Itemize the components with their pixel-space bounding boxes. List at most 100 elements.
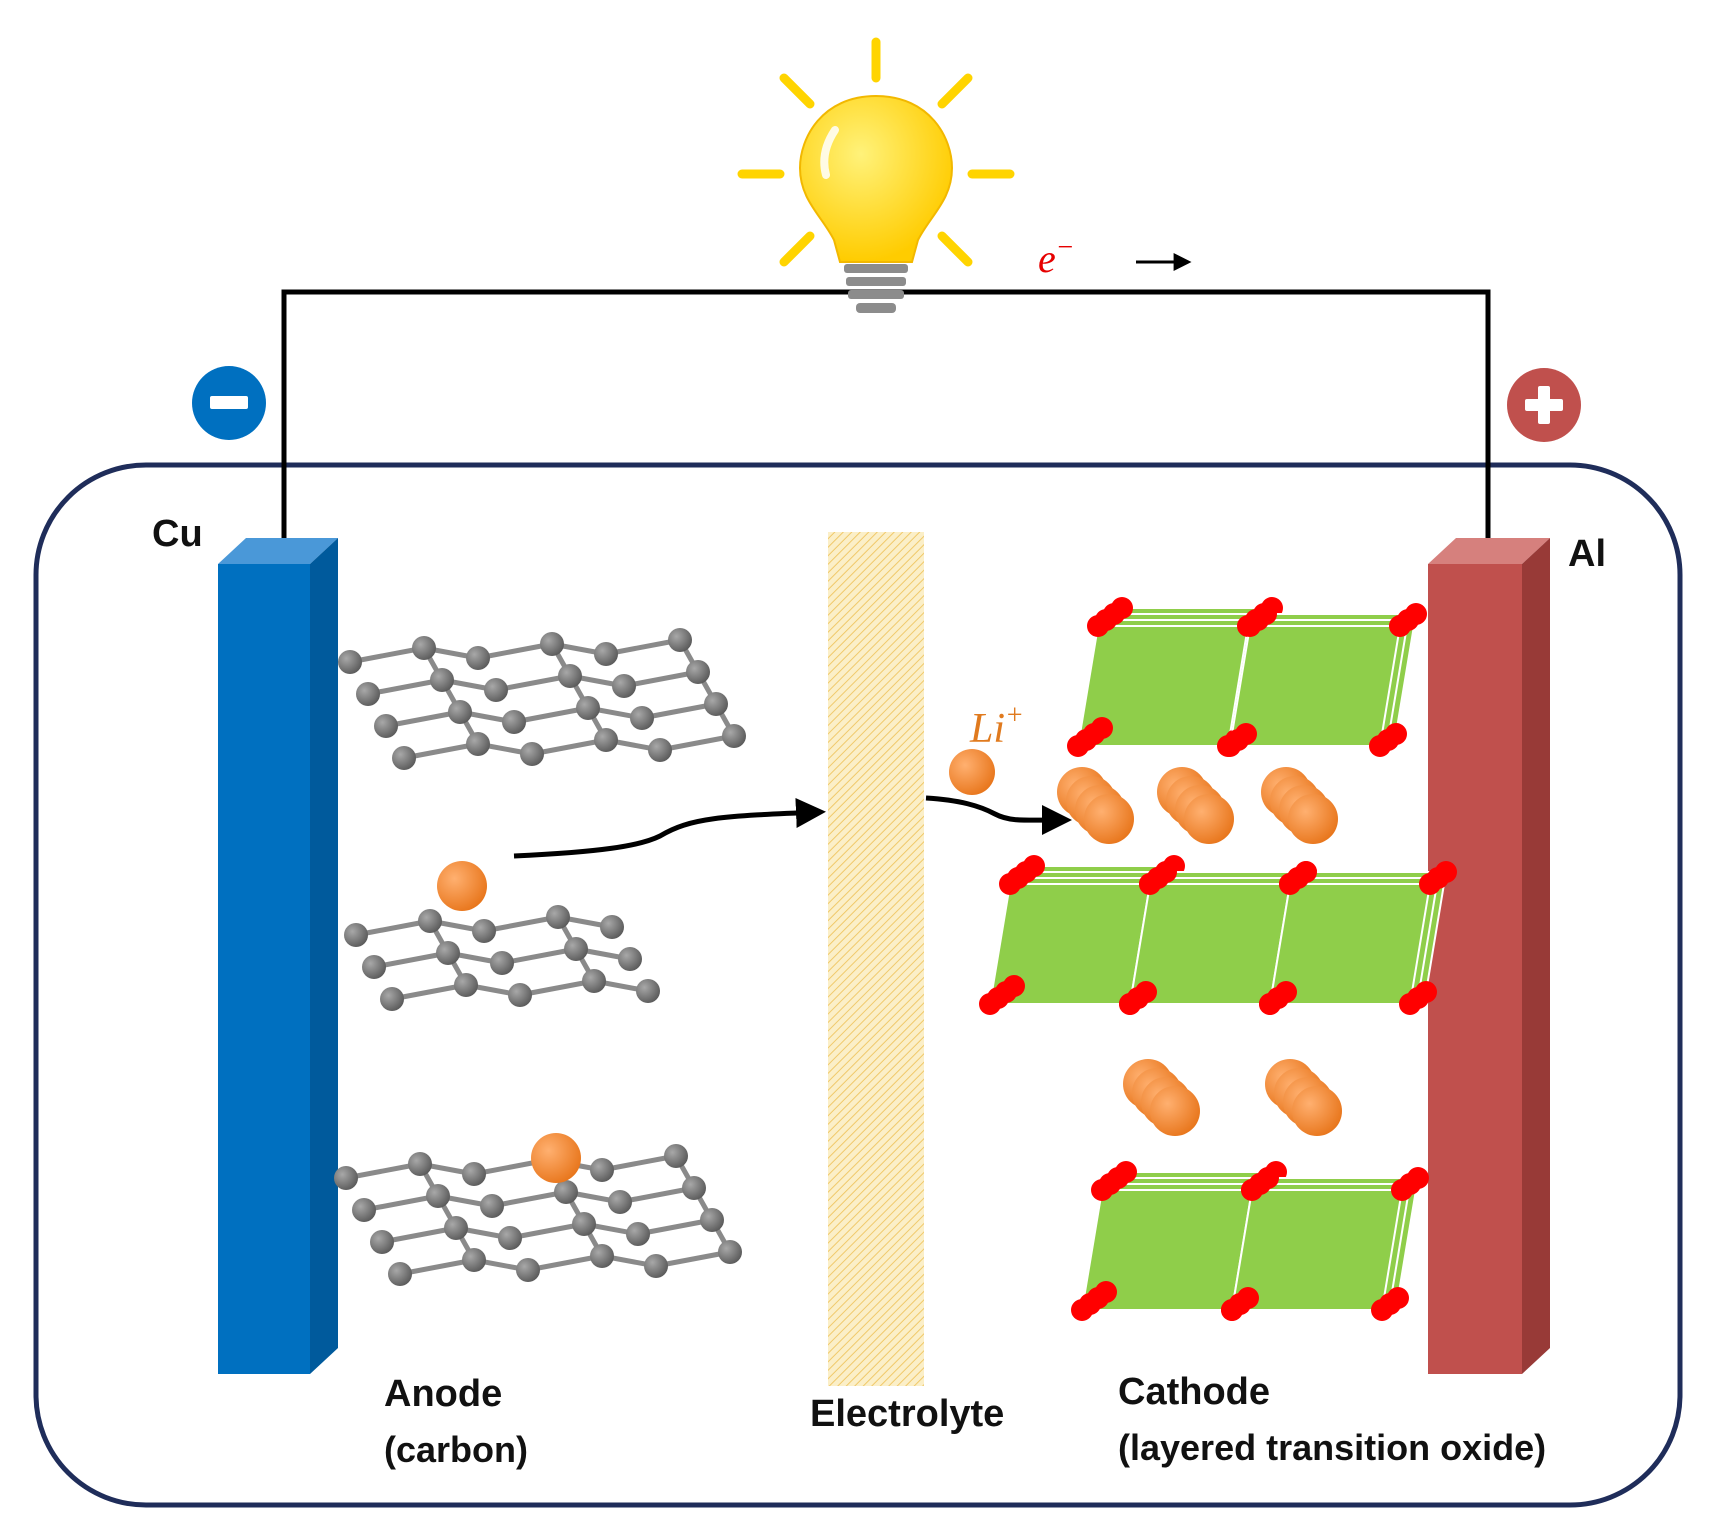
carbon-atom [594,642,618,666]
li-ion-cluster [1123,1059,1200,1136]
cell-casing [33,462,1683,1508]
cathode-title: Cathode [1118,1371,1270,1413]
li-ion-cluster [1157,767,1234,844]
carbon-atom [540,632,564,656]
oxygen-atom [1111,597,1133,619]
carbon-atom [490,951,514,975]
carbon-atom [700,1208,724,1232]
carbon-atom [418,909,442,933]
graphene-sheet [344,861,660,1011]
carbon-atom [408,1152,432,1176]
intercalated-li-ion [531,1133,581,1183]
oxygen-atom [1385,723,1407,745]
carbon-atom [392,746,416,770]
carbon-atom [430,668,454,692]
oxygen-atom [1091,717,1113,739]
carbon-atom [704,692,728,716]
carbon-atom [564,937,588,961]
carbon-atom [388,1262,412,1286]
light-bulb-icon [737,37,1015,313]
oxygen-atom [1415,981,1437,1003]
li-ion-cluster [1265,1059,1342,1136]
oxygen-atom [1023,855,1045,877]
carbon-atom [412,636,436,660]
carbon-atom [590,1244,614,1268]
electrolyte-separator [828,532,924,1386]
carbon-atom [612,674,636,698]
oxide-layer [1259,861,1457,1015]
carbon-atom [502,710,526,734]
carbon-atom [508,983,532,1007]
oxygen-atom [1003,975,1025,997]
carbon-atom [668,628,692,652]
carbon-atom [454,973,478,997]
graphene-sheet [338,628,746,770]
oxygen-atom [1435,861,1457,883]
li-migration-arrow-anode [513,797,826,859]
oxygen-atom [1257,1167,1279,1189]
oxygen-atom [1095,1281,1117,1303]
carbon-atom [520,742,544,766]
carbon-atom [498,1226,522,1250]
carbon-atom [426,1184,450,1208]
carbon-atom [462,1248,486,1272]
li-ion-cluster [1057,767,1134,844]
carbon-atom [516,1258,540,1282]
carbon-atom [436,941,460,965]
carbon-atom [600,915,624,939]
graphene-sheet [334,1133,742,1286]
external-circuit-wire [281,289,1491,545]
anode-material: (carbon) [384,1429,528,1470]
li-migration-arrow-cathode [925,795,1072,836]
carbon-atom [370,1230,394,1254]
carbon-atom [644,1254,668,1278]
aluminum-electrode [1428,538,1550,1374]
carbon-atom [466,732,490,756]
carbon-atom [356,682,380,706]
carbon-atom [380,987,404,1011]
carbon-atom [444,1216,468,1240]
cathode-material: (layered transition oxide) [1118,1427,1546,1468]
oxygen-atom [1135,981,1157,1003]
migrating-li-ion [949,749,995,795]
oxide-layer [1119,861,1317,1015]
carbon-atom [554,1180,578,1204]
copper-electrode [218,538,338,1374]
carbon-atom [636,979,660,1003]
intercalated-li-ion [437,861,487,911]
cu-label: Cu [152,513,203,555]
oxygen-atom [1275,981,1297,1003]
carbon-atom [572,1212,596,1236]
oxygen-atom [1407,1167,1429,1189]
oxygen-atom [1387,1287,1409,1309]
carbon-atom [466,646,490,670]
oxygen-atom [1255,603,1277,625]
plus-circle-icon [1507,368,1581,442]
carbon-atom [664,1144,688,1168]
minus-circle-icon [192,366,266,440]
oxygen-atom [1237,1287,1259,1309]
carbon-atom [626,1222,650,1246]
carbon-atom [480,1194,504,1218]
carbon-atom [682,1176,706,1200]
carbon-atom [352,1198,376,1222]
li-ion-label: Li+ [969,700,1024,752]
electron-label: e− [1038,232,1075,281]
carbon-atom [718,1240,742,1264]
carbon-atom [648,738,672,762]
carbon-atom [576,696,600,720]
carbon-atom [472,919,496,943]
oxygen-atom [1295,861,1317,883]
oxide-layer [1219,603,1427,757]
oxide-layer [1221,1167,1429,1321]
carbon-atom [558,664,582,688]
carbon-atom [590,1158,614,1182]
carbon-atom [618,947,642,971]
oxygen-atom [1155,861,1177,883]
carbon-atom [334,1166,358,1190]
oxygen-atom [1235,723,1257,745]
li-ion-cluster [1261,767,1338,844]
cathode-oxide [979,597,1457,1321]
carbon-atom [594,728,618,752]
